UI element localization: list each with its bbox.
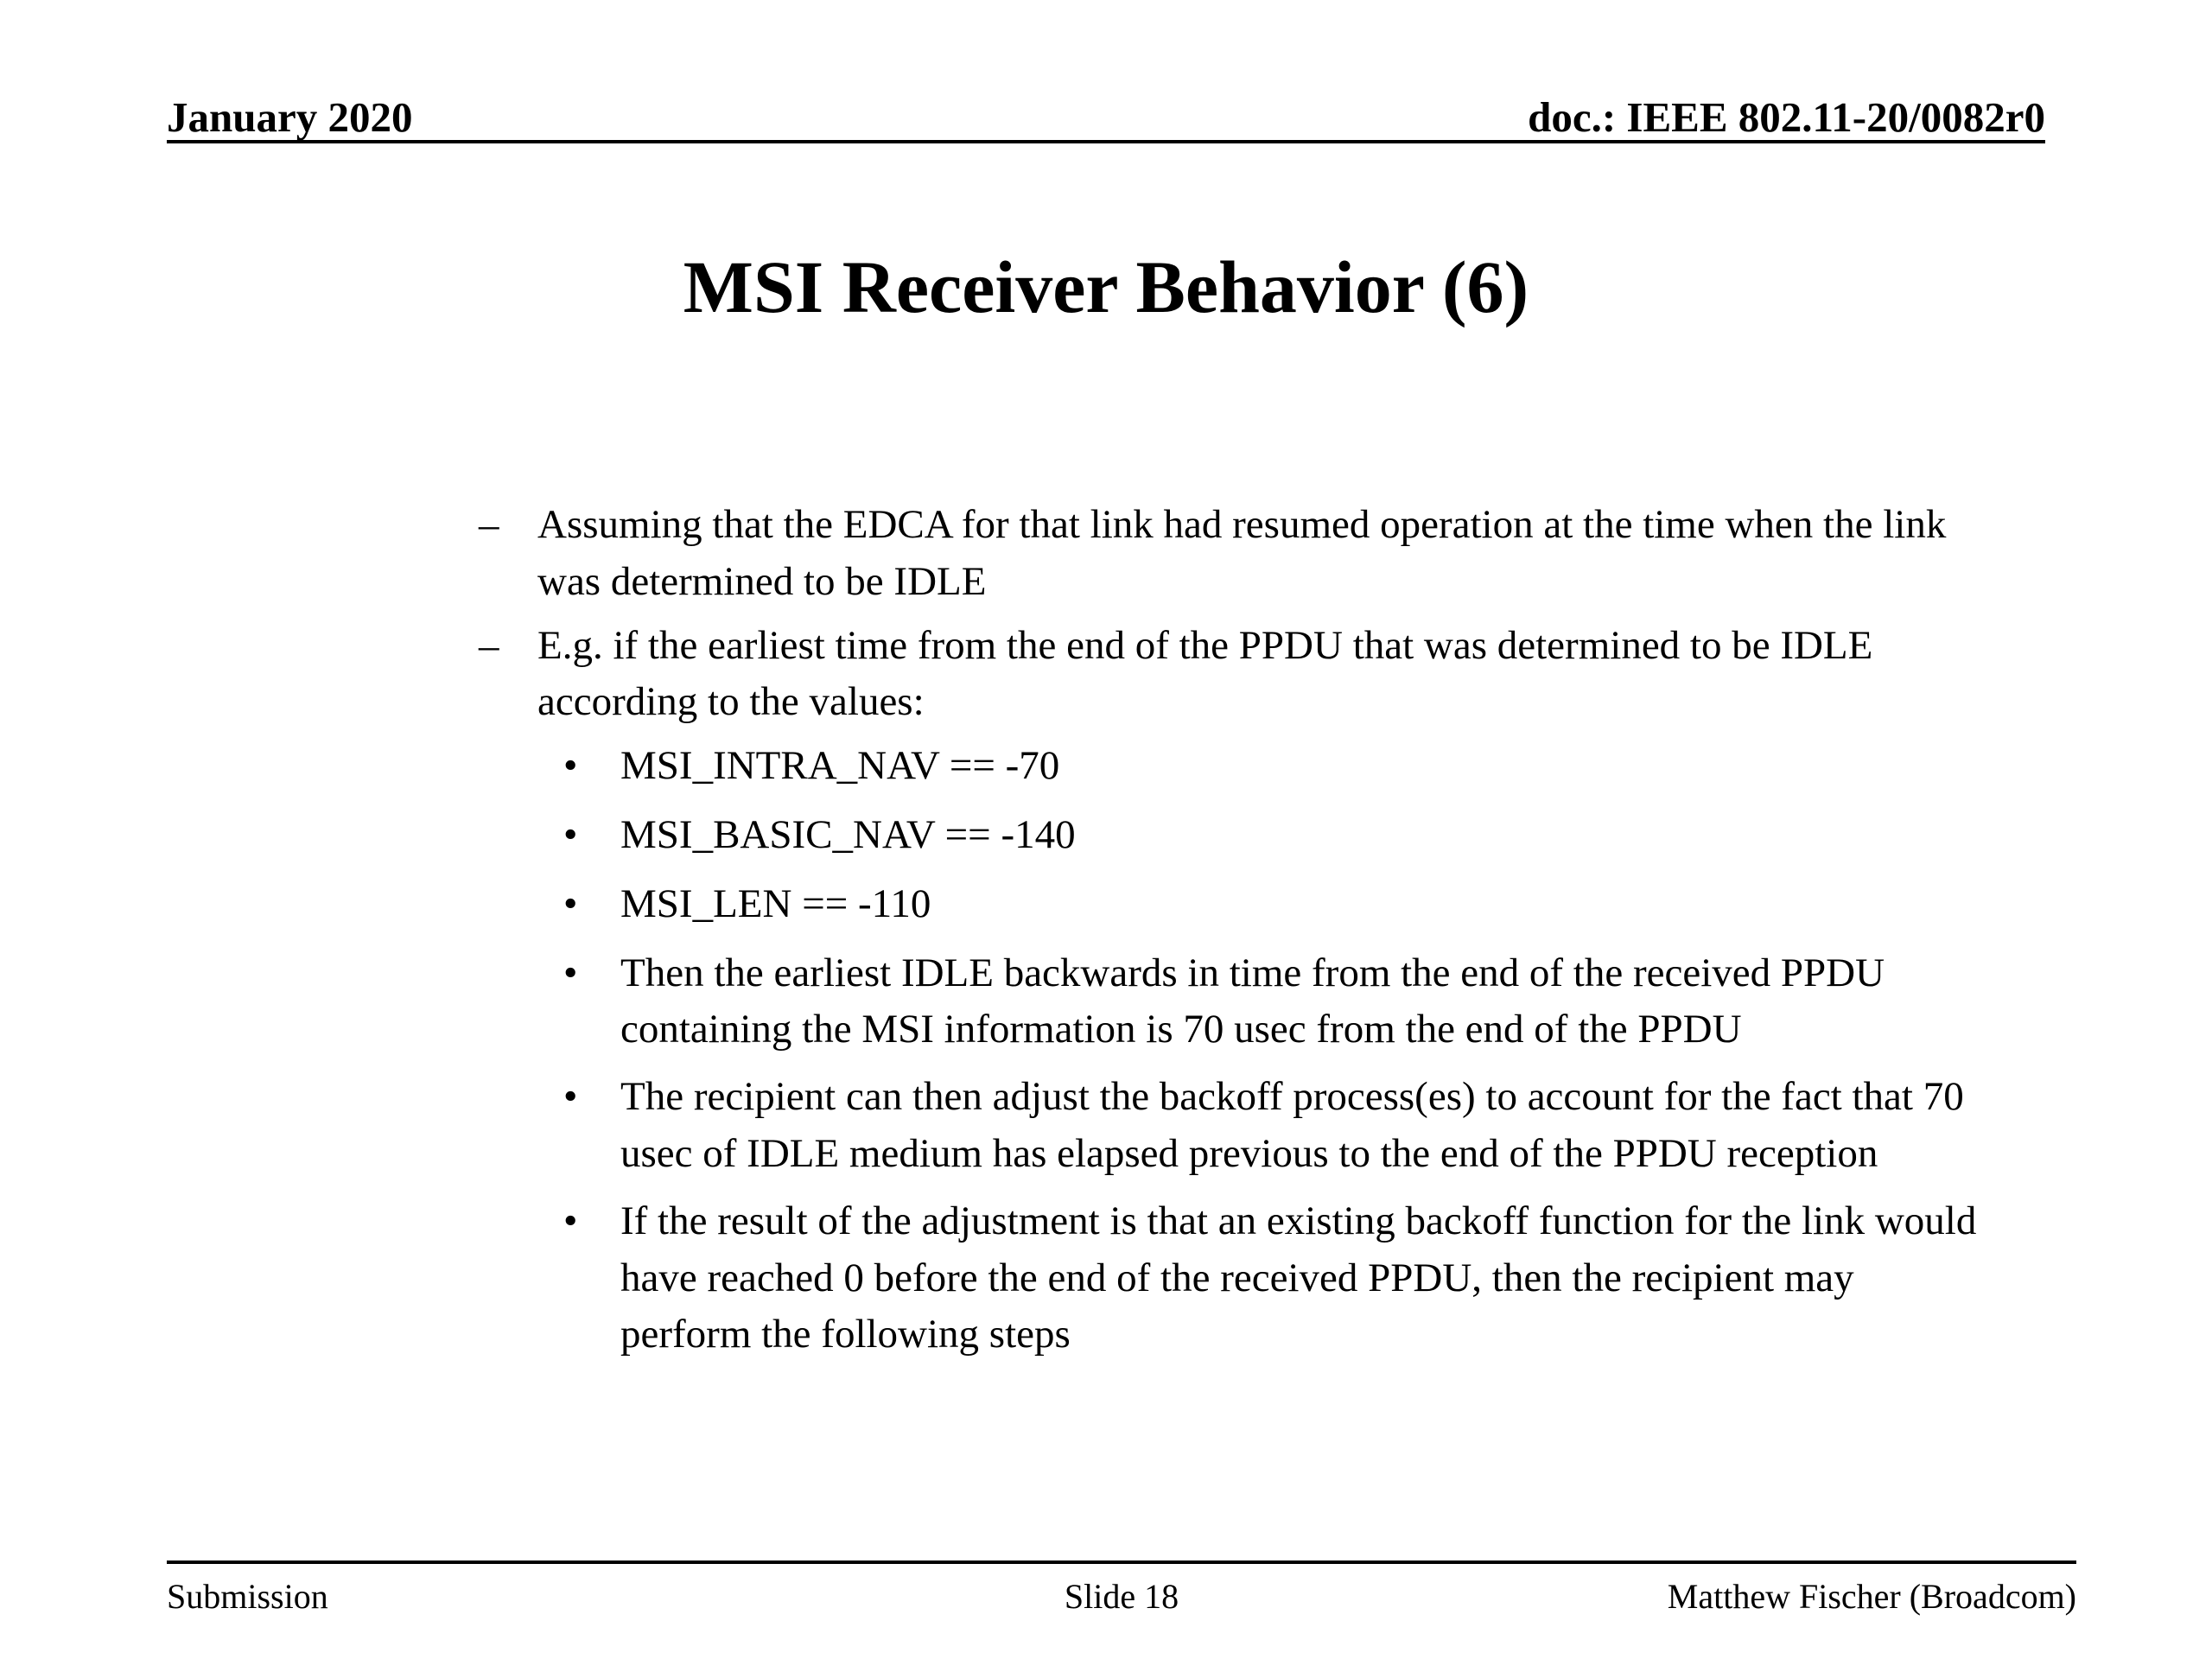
footer-divider [167, 1560, 2076, 1564]
page-title: MSI Receiver Behavior (6) [683, 245, 1529, 328]
round-bullet-icon: • [563, 880, 578, 926]
dash-bullet-icon: – [479, 502, 499, 547]
list-item-label: Assuming that the EDCA for that link had… [537, 502, 1947, 604]
header-date: January 2020 [167, 93, 413, 141]
round-bullet-icon: • [563, 1074, 578, 1120]
header-divider [167, 140, 2045, 143]
list-item: • Then the earliest IDLE backwards in ti… [467, 945, 2022, 1059]
list-item: – Assuming that the EDCA for that link h… [467, 497, 2022, 611]
list-item-label: MSI_BASIC_NAV == -140 [620, 811, 1076, 857]
round-bullet-icon: • [563, 811, 578, 857]
slide-footer: Submission Slide 18 Matthew Fischer (Bro… [167, 1560, 2076, 1626]
slide-body: – Assuming that the EDCA for that link h… [467, 497, 2022, 1374]
list-item: • MSI_INTRA_NAV == -70 [467, 738, 2022, 795]
slide-header: January 2020 doc.: IEEE 802.11-20/0082r0 [167, 74, 2045, 143]
list-item: • MSI_LEN == -110 [467, 876, 2022, 933]
list-item: • If the result of the adjustment is tha… [467, 1193, 2022, 1363]
list-item: – E.g. if the earliest time from the end… [467, 618, 2022, 732]
footer-slide-number: Slide 18 [1064, 1577, 1179, 1616]
list-item: • MSI_BASIC_NAV == -140 [467, 807, 2022, 864]
round-bullet-icon: • [563, 950, 578, 995]
list-item-label: If the result of the adjustment is that … [620, 1198, 1977, 1357]
list-item-label: The recipient can then adjust the backof… [620, 1074, 1964, 1176]
footer-submission-label: Submission [167, 1577, 328, 1616]
header-row: January 2020 doc.: IEEE 802.11-20/0082r0 [167, 74, 2045, 138]
footer-author: Matthew Fischer (Broadcom) [1667, 1577, 2076, 1616]
round-bullet-icon: • [563, 1198, 578, 1243]
dash-bullet-icon: – [479, 622, 499, 668]
footer-row: Submission Slide 18 Matthew Fischer (Bro… [167, 1576, 2076, 1626]
list-item: • The recipient can then adjust the back… [467, 1069, 2022, 1183]
round-bullet-icon: • [563, 743, 578, 789]
list-item-label: MSI_LEN == -110 [620, 880, 931, 926]
list-item-label: E.g. if the earliest time from the end o… [537, 622, 1873, 725]
list-item-label: Then the earliest IDLE backwards in time… [620, 950, 1885, 1052]
header-document-number: doc.: IEEE 802.11-20/0082r0 [1528, 93, 2045, 141]
list-item-label: MSI_INTRA_NAV == -70 [620, 743, 1060, 789]
